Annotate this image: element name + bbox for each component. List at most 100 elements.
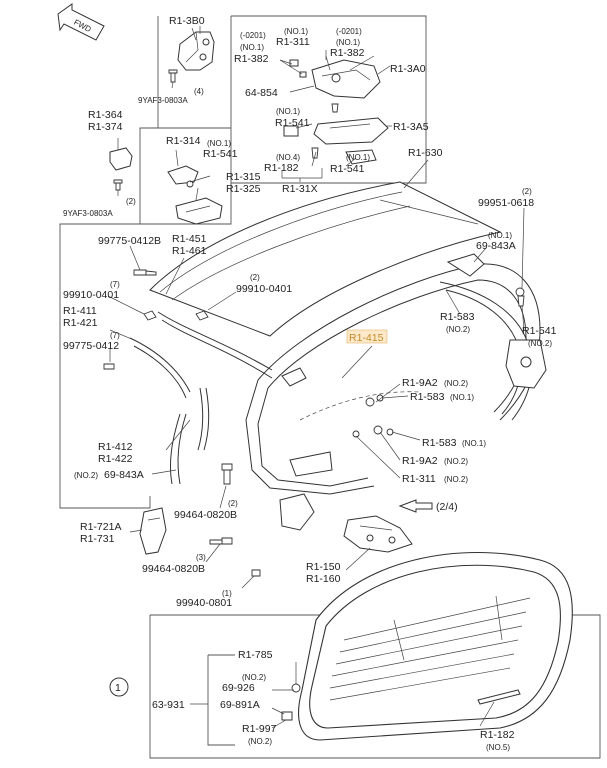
label-no1-f: (NO.1) (346, 153, 370, 162)
label-no1-e: (NO.1) (276, 107, 300, 116)
label-69-891a: 69-891A (220, 699, 260, 711)
callout-1: 1 (115, 682, 121, 694)
hinge-bracket-r1-150 (279, 493, 413, 553)
handle-r1-3a5 (283, 117, 389, 165)
label-r1-182-a: R1-182 (264, 162, 299, 174)
label-99464-0820b-b: 99464-0820B (142, 563, 205, 575)
label-no5: (NO.5) (486, 743, 510, 752)
page-ref-arrow (398, 499, 433, 513)
label-no1-a: (NO.1) (207, 139, 231, 148)
label-r1-9a2-b: R1-9A2 (402, 455, 438, 467)
label-no1-h: (NO.1) (450, 393, 474, 402)
label-no2-d: (NO.2) (444, 457, 468, 466)
label-99940-0801: 99940-0801 (176, 597, 232, 609)
screws-left (103, 269, 209, 370)
label-r1-630: R1-630 (408, 147, 443, 159)
label-0201-b: (-0201) (336, 27, 362, 36)
label-no4: (NO.4) (276, 153, 300, 162)
label-99775-0412: 99775-0412 (63, 340, 119, 352)
label-r1-541-b: R1-541 (275, 117, 310, 129)
label-r1-382-a: R1-382 (234, 53, 269, 65)
highlight-r1-415 (346, 329, 388, 344)
label-99910-0401-b: 99910-0401 (63, 289, 119, 301)
latch-assy-r1-3a0 (289, 50, 381, 113)
label-r1-412: R1-412 (98, 441, 133, 453)
leader-lines (107, 27, 525, 729)
label-r1-583-c: R1-583 (422, 437, 457, 449)
label-r1-182-b: R1-182 (480, 729, 515, 741)
label-r1-785: R1-785 (238, 649, 273, 661)
label-qty-4: (4) (194, 87, 204, 96)
molding-r1-412 (169, 387, 210, 485)
fwd-arrow-icon: FWD (57, 3, 105, 41)
label-r1-541-c: R1-541 (330, 163, 365, 175)
weatherstrip-r1-451 (157, 311, 273, 379)
weatherstrip-r1-411 (129, 337, 191, 399)
label-r1-31x: R1-31X (282, 183, 318, 195)
label-no1-c: (NO.1) (240, 43, 264, 52)
frame-r1-415 (245, 263, 541, 495)
label-r1-382-b: R1-382 (330, 47, 365, 59)
label-r1-311-b: R1-311 (402, 473, 436, 485)
label-r1-325: R1-325 (226, 183, 261, 195)
label-no2-a: (NO.2) (446, 325, 470, 334)
label-r1-451: R1-451 (172, 233, 207, 245)
roof-panel-r1-630 (149, 181, 502, 337)
label-r1-415: R1-415 (349, 332, 384, 344)
label-64-854: 64-854 (245, 87, 278, 99)
label-no2-b: (NO.2) (528, 339, 552, 348)
label-69-843a-b: 69-843A (104, 469, 144, 481)
label-no2-h: (NO.2) (248, 737, 272, 746)
label-9yaf3-b: 9YAF3-0803A (63, 209, 113, 218)
label-99464-0820b-a: 99464-0820B (174, 509, 237, 521)
label-qty-2c: (2) (250, 273, 260, 282)
label-qty-2d: (2) (228, 499, 238, 508)
label-r1-160: R1-160 (306, 573, 341, 585)
label-r1-583-a: R1-583 (440, 311, 475, 323)
label-99910-0401-a: 99910-0401 (236, 283, 292, 295)
label-r1-461: R1-461 (172, 245, 207, 257)
label-qty-2a: (2) (126, 197, 136, 206)
label-r1-3a0: R1-3A0 (390, 63, 426, 75)
label-r1-315: R1-315 (226, 171, 261, 183)
label-no1-b: (NO.1) (284, 27, 308, 36)
label-no2-g: (NO.2) (242, 673, 266, 682)
label-r1-9a2-a: R1-9A2 (402, 377, 438, 389)
label-no1-d: (NO.1) (336, 38, 360, 47)
bracket-r1-721a (139, 507, 167, 555)
label-no1-g: (NO.1) (488, 231, 512, 240)
label-r1-422: R1-422 (98, 453, 133, 465)
label-qty-7b: (7) (110, 331, 120, 340)
label-page-ref: (2/4) (436, 501, 458, 513)
label-r1-3a5: R1-3A5 (393, 121, 429, 133)
label-r1-374: R1-374 (88, 121, 123, 133)
label-r1-997: R1-997 (242, 723, 277, 735)
label-r1-411: R1-411 (63, 305, 97, 317)
callout-circle (109, 677, 129, 697)
bracket-r1-3b0 (168, 26, 215, 83)
label-r1-583-b: R1-583 (410, 391, 445, 403)
label-r1-311-a: R1-311 (276, 36, 310, 48)
label-no1-i: (NO.1) (462, 439, 486, 448)
label-no2-e: (NO.2) (444, 475, 468, 484)
label-qty-1: (1) (222, 589, 232, 598)
label-99951-0618: 99951-0618 (478, 197, 534, 209)
label-qty-7a: (7) (110, 280, 120, 289)
label-no2-c: (NO.2) (444, 379, 468, 388)
hinge-arm-r1-541 (439, 253, 547, 421)
label-qty-3: (3) (196, 553, 206, 562)
label-r1-721a: R1-721A (80, 521, 121, 533)
label-r1-421: R1-421 (63, 317, 98, 329)
bolts-99464 (209, 463, 261, 577)
label-r1-150: R1-150 (306, 561, 341, 573)
clip-r1-364 (109, 147, 133, 191)
label-r1-314: R1-314 (166, 135, 201, 147)
label-no2-f: (NO.2) (74, 471, 98, 480)
latch-r1-314 (167, 165, 223, 225)
label-69-926: 69-926 (222, 682, 255, 694)
label-69-843a-a: 69-843A (476, 240, 516, 252)
label-r1-541-d: R1-541 (522, 325, 557, 337)
fasteners-right (352, 394, 394, 438)
label-9yaf3-a: 9YAF3-0803A (138, 96, 188, 105)
